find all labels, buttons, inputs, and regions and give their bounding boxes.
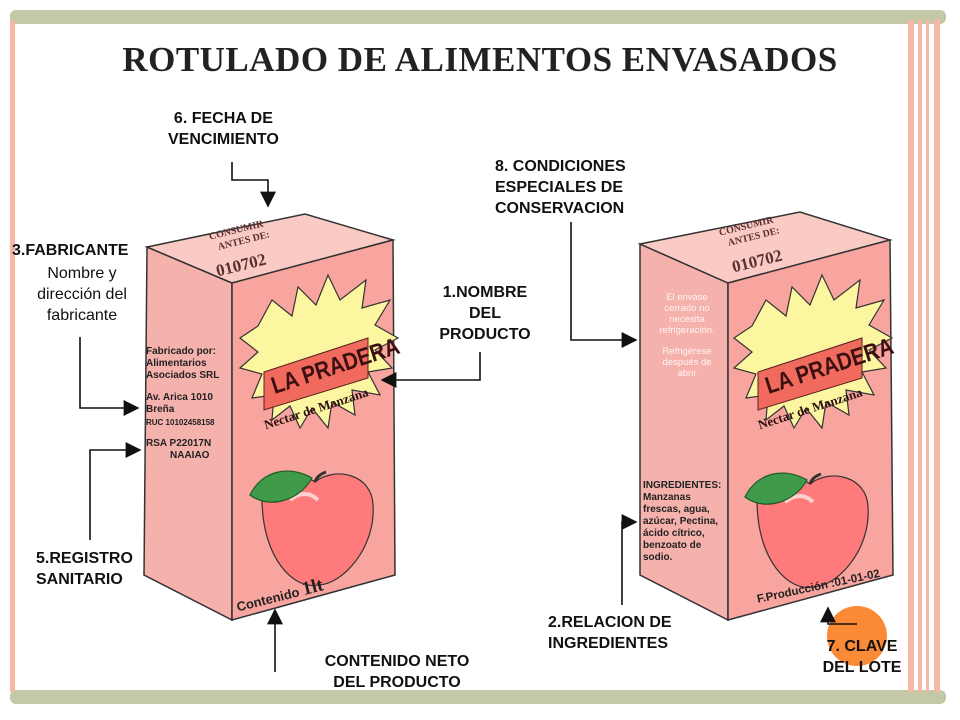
ingredients-line2: Manzanas <box>643 492 691 503</box>
label-ingredientes: 2.RELACION DE INGREDIENTES <box>548 612 672 654</box>
address-line2: Breña <box>146 404 175 415</box>
ingredients-text: INGREDIENTES: Manzanas frescas, agua, az… <box>643 480 721 564</box>
left-rsa-info: RSA P22017N NAAIAO <box>146 438 211 462</box>
left-maker-info: Fabricado por: Alimentarios Asociados SR… <box>146 346 219 382</box>
ingredients-line5: ácido cítrico, <box>643 528 705 539</box>
ingredients-line6: benzoato de <box>643 540 702 551</box>
label-registro: 5.REGISTRO SANITARIO <box>36 548 133 590</box>
fab-desc-line3: fabricante <box>46 307 118 324</box>
ingredients-line7: sodio. <box>643 552 673 563</box>
label-condiciones: 8. CONDICIONES ESPECIALES DE CONSERVACIO… <box>495 156 626 219</box>
label-fecha-vencimiento: 6. FECHA DE VENCIMIENTO <box>168 108 279 150</box>
storage-gap <box>646 336 728 346</box>
ingr-line1: 2.RELACION DE <box>548 614 672 631</box>
lot-highlight-circle <box>827 606 887 666</box>
lote-line2: DEL LOTE <box>822 659 902 676</box>
storage-line1: El envase <box>666 292 708 303</box>
rsa-line2: NAAIAO <box>170 450 210 461</box>
label-fabricante: 3.FABRICANTE <box>12 242 129 259</box>
maker-line1: Fabricado por: <box>146 346 217 357</box>
label-nombre-producto: 1.NOMBRE DEL PRODUCTO <box>430 282 540 345</box>
storage-line7: abrir <box>677 368 697 379</box>
contenido-neto-line1: CONTENIDO NETO <box>324 653 470 670</box>
right-package <box>637 211 894 622</box>
ingredients-line4: azúcar, Pectina, <box>643 516 719 527</box>
nombre-line2: DEL <box>469 305 501 322</box>
ingredients-line3: frescas, agua, <box>643 504 710 515</box>
frame-bottom-bar <box>10 690 946 704</box>
cond-line3: CONSERVACION <box>495 200 625 217</box>
storage-line6: después de <box>662 357 712 368</box>
left-ruc: RUC 10102458158 <box>146 418 215 427</box>
frame-right-stripes <box>908 20 948 692</box>
address-line1: Av. Arica 1010 <box>146 392 213 403</box>
left-package <box>143 213 400 622</box>
maker-line2: Alimentarios <box>146 358 207 369</box>
label-clave-lote: 7. CLAVE DEL LOTE <box>812 636 912 678</box>
storage-line4: refrigeración. <box>659 325 715 336</box>
registro-line2: SANITARIO <box>36 571 123 588</box>
label-fabricante-desc: Nombre y dirección del fabricante <box>22 263 142 326</box>
page-title: ROTULADO DE ALIMENTOS ENVASADOS <box>122 40 838 79</box>
frame-top-bar <box>10 10 946 24</box>
nombre-line1: 1.NOMBRE <box>442 284 528 301</box>
storage-conditions-text: El envase cerrado no necesita refrigerac… <box>646 292 728 379</box>
fecha-line1: 6. FECHA DE <box>173 110 273 127</box>
rsa-line1: RSA P22017N <box>146 438 212 449</box>
fab-desc-line2: dirección del <box>37 286 127 303</box>
left-address-info: Av. Arica 1010 Breña <box>146 392 213 416</box>
maker-line3: Asociados SRL <box>146 370 220 381</box>
ingredients-line1: INGREDIENTES: <box>643 480 722 491</box>
contenido-neto-line2: DEL PRODUCTO <box>333 674 461 691</box>
label-contenido-neto: CONTENIDO NETO DEL PRODUCTO <box>312 651 482 693</box>
registro-line1: 5.REGISTRO <box>36 550 133 567</box>
frame-left-stripe <box>10 20 15 692</box>
storage-line5: Refrigérese <box>662 346 712 357</box>
storage-line3: necesita <box>669 314 705 325</box>
fab-desc-line1: Nombre y <box>47 265 117 282</box>
ingr-line2: INGREDIENTES <box>548 635 669 652</box>
cond-line2: ESPECIALES DE <box>495 179 624 196</box>
cond-line1: 8. CONDICIONES <box>495 158 626 175</box>
fecha-line2: VENCIMIENTO <box>168 131 279 148</box>
storage-line2: cerrado no <box>664 303 710 314</box>
nombre-line3: PRODUCTO <box>439 326 531 343</box>
lote-line1: 7. CLAVE <box>826 638 898 655</box>
leader-arrows <box>79 162 857 672</box>
